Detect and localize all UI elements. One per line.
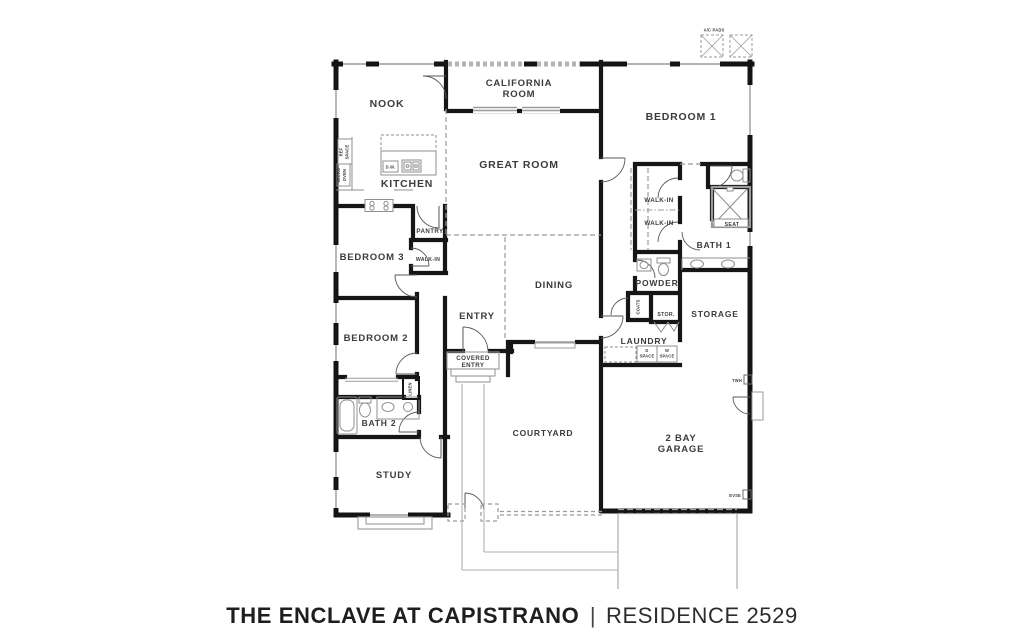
powder-fixtures (636, 257, 671, 276)
label-ac-pads: A/C PADS (704, 28, 725, 33)
room-label-bedroom3: BEDROOM 3 (340, 252, 405, 263)
shower-head (726, 186, 734, 192)
label-dryer-2: SPACE (640, 354, 655, 359)
label-covered-entry-1: COVERED (456, 355, 490, 362)
dining-window-sill (534, 342, 576, 349)
twh-box (743, 374, 753, 385)
courtyard-fence (447, 503, 603, 522)
label-dw: D.W. (386, 165, 396, 170)
plan-title-residence: RESIDENCE 2529 (605, 603, 798, 628)
plan-title: THE ENCLAVE AT CAPISTRANO | RESIDENCE 25… (0, 603, 1024, 629)
covered-entry-porch (446, 351, 500, 383)
evse-box (742, 489, 752, 500)
room-label-bedroom1: BEDROOM 1 (646, 111, 717, 123)
garage-door (618, 508, 737, 515)
gate-post-left (447, 503, 466, 522)
walkway (461, 384, 618, 571)
label-linen: LINEN (408, 382, 413, 395)
toilet (358, 396, 372, 418)
bifold-door-stor (653, 321, 680, 333)
vanity-counter (681, 257, 750, 270)
label-washer-2: SPACE (660, 354, 675, 359)
room-label-nook: NOOK (370, 98, 405, 110)
vanity-sink-1 (690, 259, 704, 269)
room-label-garage-1: 2 BAY (665, 433, 696, 444)
label-walkin-primary-1: WALK-IN (644, 197, 673, 204)
side-door-landing (751, 391, 764, 421)
label-ref-2: SPACE (345, 145, 350, 160)
room-label-entry: ENTRY (459, 311, 495, 322)
shower (710, 185, 752, 229)
label-dryer-1: D (645, 348, 648, 353)
windows (332, 60, 754, 519)
bath2-vanity (376, 396, 420, 420)
label-seat: SEAT (725, 222, 740, 228)
room-label-bedroom2: BEDROOM 2 (344, 333, 409, 344)
laundry-fixtures (604, 345, 678, 363)
washer-space (656, 345, 678, 363)
room-labels: NOOK CALIFORNIA ROOM GREAT ROOM BEDROOM … (340, 78, 738, 481)
label-micro-1: MICRO (336, 167, 341, 182)
plan-title-project: THE ENCLAVE AT CAPISTRANO (226, 603, 580, 628)
linen-closet (402, 376, 420, 400)
dishwasher (382, 160, 399, 173)
bedroom2-closet-doors (345, 377, 398, 382)
ac-pads (700, 34, 753, 58)
vanity-sink-2 (721, 259, 735, 269)
bath1-fixtures (681, 168, 752, 270)
label-evse: EVSE (729, 493, 741, 498)
shower-seat (713, 218, 749, 228)
room-label-study: STUDY (376, 470, 412, 481)
micro-oven-box (336, 163, 351, 187)
door-arcs (394, 75, 751, 513)
plan-title-separator: | (589, 603, 596, 628)
label-twh: TWH (732, 378, 742, 383)
annotation-labels: A/C PADS TWH EVSE (704, 28, 742, 499)
kitchen-sink (401, 159, 422, 173)
room-label-dining: DINING (535, 280, 573, 291)
room-label-powder: POWDER (635, 278, 678, 288)
wc-toilet (730, 168, 751, 183)
room-label-california-2: ROOM (503, 89, 536, 100)
room-label-garage-2: GARAGE (658, 444, 705, 455)
room-label-laundry: LAUNDRY (621, 336, 668, 346)
room-label-great-room: GREAT ROOM (479, 159, 559, 171)
label-pantry: PANTRY (416, 228, 444, 235)
room-label-bath1: BATH 1 (697, 240, 732, 250)
garage-items (742, 374, 764, 500)
room-label-kitchen: KITCHEN (381, 178, 433, 190)
driveway (617, 514, 738, 589)
door-leaves (395, 75, 750, 512)
gate-post-right (480, 503, 499, 522)
label-stor: STOR. (657, 312, 675, 318)
closet-labels: WALK-IN WALK-IN WALK-IN PANTRY COATS STO… (408, 197, 675, 396)
label-ref-1: REF (339, 147, 344, 156)
fixture-labels: COVERED ENTRY D.W. SEAT REF SPACE MICRO … (336, 145, 740, 369)
label-washer-1: W (665, 348, 669, 353)
label-covered-entry-2: ENTRY (462, 362, 485, 369)
bath2-fixtures (336, 396, 420, 435)
label-coats: COATS (636, 299, 641, 314)
label-walkin-bedroom3: WALK-IN (416, 257, 440, 263)
room-label-bath2: BATH 2 (362, 418, 397, 428)
cooktop-range (364, 199, 394, 212)
kitchen-fixtures (336, 134, 437, 212)
study-porch (357, 516, 433, 530)
room-label-courtyard: COURTYARD (513, 428, 574, 438)
room-label-storage: STORAGE (691, 309, 738, 319)
room-label-california-1: CALIFORNIA (486, 78, 553, 89)
label-walkin-primary-2: WALK-IN (644, 220, 673, 227)
ceiling-break-lines (445, 109, 702, 340)
label-micro-2: OVEN (342, 169, 347, 181)
bathtub (336, 396, 358, 435)
